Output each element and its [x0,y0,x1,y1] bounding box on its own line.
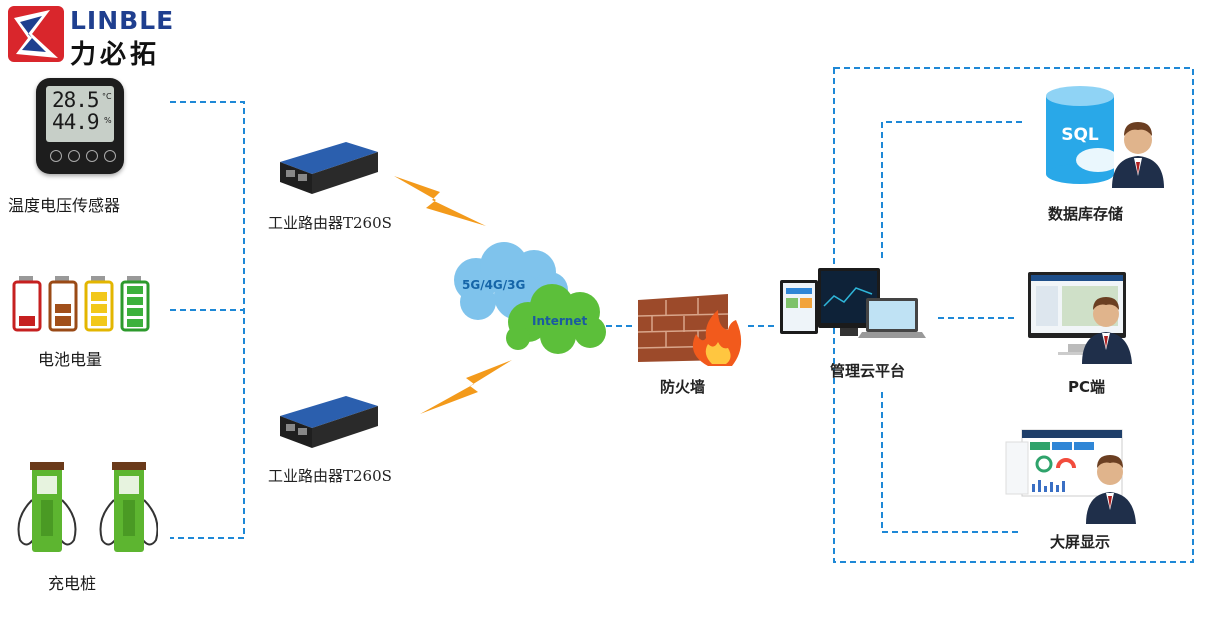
user-avatar-icon [1082,297,1132,364]
logo-text-cn: 力必拓 [70,40,161,70]
sql-text: SQL [1061,125,1099,145]
laptop-right-icon [858,298,926,338]
dashboard-screen-icon [1005,429,1123,497]
battery-medium-icon [48,276,78,332]
cellular-label: 5G/4G/3G [462,278,526,292]
battery-full-icon [120,276,150,332]
router-icon [280,142,378,194]
charger-label: 充电桩 [48,574,97,593]
battery-label: 电池电量 [38,350,103,369]
bigscreen-user-icon [1005,429,1136,524]
temp-sensor-buttons [50,150,116,162]
router-2-label: 工业路由器T260S [268,467,392,485]
battery-icons [12,276,150,332]
temp-reading: 28.5 [52,88,100,112]
charging-pile-icons [17,462,158,552]
internet-cloud-icon [506,284,606,354]
network-cloud-icon [454,242,606,354]
database-user-icon: SQL [1046,86,1164,188]
logo-mark-icon [8,6,64,62]
user-avatar-icon [1086,455,1136,524]
brand-logo: LINBLE 力必拓 [6,4,186,70]
sensor-button-icon [68,150,80,162]
database-label: 数据库存储 [1048,205,1124,223]
device-bus-line [170,101,245,539]
battery-high-icon [84,276,114,332]
platform-devices-icon [780,268,926,338]
temp-sensor-device: 28.5 °C 44.9 % [36,78,124,174]
sensor-button-icon [86,150,98,162]
charging-pile-icon [17,462,77,552]
platform-label: 管理云平台 [830,362,906,380]
bigscreen-label: 大屏显示 [1050,533,1111,551]
firewall-label: 防火墙 [660,378,706,396]
charging-pile-icon [99,462,158,552]
laptop-left-icon [780,280,818,334]
router-1-label: 工业路由器T260S [268,214,392,232]
temp-unit: °C [102,92,112,101]
router-icon [280,396,378,448]
database-icon [1046,86,1120,184]
platform-outer-box [833,67,1194,563]
sensor-button-icon [104,150,116,162]
pc-label: PC端 [1068,378,1106,396]
user-avatar-icon [1112,122,1164,188]
lightning-icon [420,360,512,414]
sensor-button-icon [50,150,62,162]
temp-sensor-label: 温度电压传感器 [8,196,121,215]
logo-text-en: LINBLE [70,6,175,35]
humidity-reading: 44.9 [52,110,100,134]
bigscreen-branch-line [881,392,1022,533]
internet-label: Internet [532,314,588,328]
firewall-icon [637,294,742,366]
pc-user-icon [1028,272,1132,364]
lightning-icon [394,176,486,226]
temp-sensor-screen: 28.5 °C 44.9 % [46,86,114,142]
humidity-unit: % [104,116,112,125]
battery-low-icon [12,276,42,332]
db-branch-line [881,121,1022,262]
